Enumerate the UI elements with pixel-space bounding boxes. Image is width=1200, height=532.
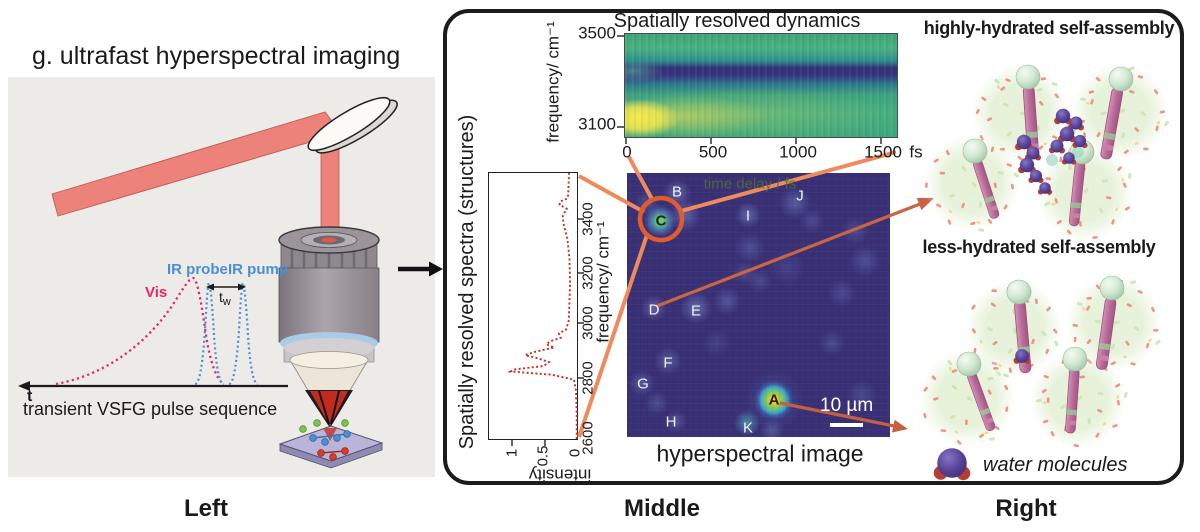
spectra-freq-tick-3200: 3200 <box>579 256 597 290</box>
scale-bar-label: 10 µm <box>820 395 874 416</box>
water-molecules-label: water molecules <box>983 454 1128 476</box>
map-point-F: F <box>663 354 673 372</box>
caption-right: Right <box>995 495 1057 522</box>
spectra-freq-label: frequency/ cm⁻¹ <box>593 221 613 343</box>
spectra-int-tick-0: 0 <box>566 448 584 458</box>
map-point-J: J <box>796 187 804 205</box>
caption-left: Left <box>184 495 228 522</box>
caption-middle: Middle <box>624 495 700 522</box>
spectra-freq-tick-3000: 3000 <box>579 306 597 340</box>
dynamics-title: Spatially resolved dynamics <box>613 10 861 32</box>
dynamics-heatmap <box>624 33 898 138</box>
map-point-D: D <box>648 301 660 319</box>
dynamics-xtick-1500: 1500 <box>864 142 902 162</box>
dynamics-xtick-500: 500 <box>698 142 728 162</box>
tw-label: tw <box>219 290 231 308</box>
ir-probe-label: IR probe <box>167 261 228 278</box>
map-point-E: E <box>690 302 702 320</box>
hyperspectral-caption: hyperspectral image <box>656 440 864 467</box>
time-axis-label: t <box>27 388 33 405</box>
map-point-G: G <box>637 375 649 393</box>
dynamics-ylabel: frequency/ cm⁻¹ <box>543 21 563 143</box>
left-panel-title: g. ultrafast hyperspectral imaging <box>32 42 401 70</box>
spectra-plot-box <box>488 172 578 440</box>
dynamics-xtick-1000: 1000 <box>779 142 817 162</box>
map-point-C: C <box>655 212 667 230</box>
ir-pump-label: IR pump <box>228 261 288 278</box>
tw-base: t <box>219 289 223 305</box>
map-point-A: A <box>768 391 780 409</box>
spectra-axis-label: Spatially resolved spectra (structures) <box>456 114 478 450</box>
less-hydrated-title: less-hydrated self-assembly <box>922 237 1156 257</box>
spectra-intensity-label: intensity <box>528 465 592 485</box>
spectra-int-tick-05: 0.5 <box>534 445 552 467</box>
map-point-I: I <box>745 207 751 225</box>
highly-hydrated-title: highly-hydrated self-assembly <box>923 18 1175 38</box>
dynamics-xlabel-overlap: time delay / fs <box>703 175 797 193</box>
pulse-sequence-caption: transient VSFG pulse sequence <box>23 399 278 419</box>
spectra-int-tick-1: 1 <box>503 448 521 458</box>
dynamics-xtick-0: 0 <box>622 142 632 162</box>
map-point-K: K <box>742 419 754 437</box>
dynamics-x-unit: fs <box>909 142 923 162</box>
spectra-freq-tick-3400: 3400 <box>579 202 597 236</box>
map-point-B: B <box>671 183 683 201</box>
tw-sub: w <box>222 296 231 308</box>
map-point-H: H <box>665 413 677 431</box>
spectra-freq-tick-2800: 2800 <box>579 361 597 395</box>
dynamics-ytick-3500: 3500 <box>578 23 616 43</box>
vis-label: Vis <box>145 284 168 301</box>
dynamics-ytick-3100: 3100 <box>578 114 616 134</box>
